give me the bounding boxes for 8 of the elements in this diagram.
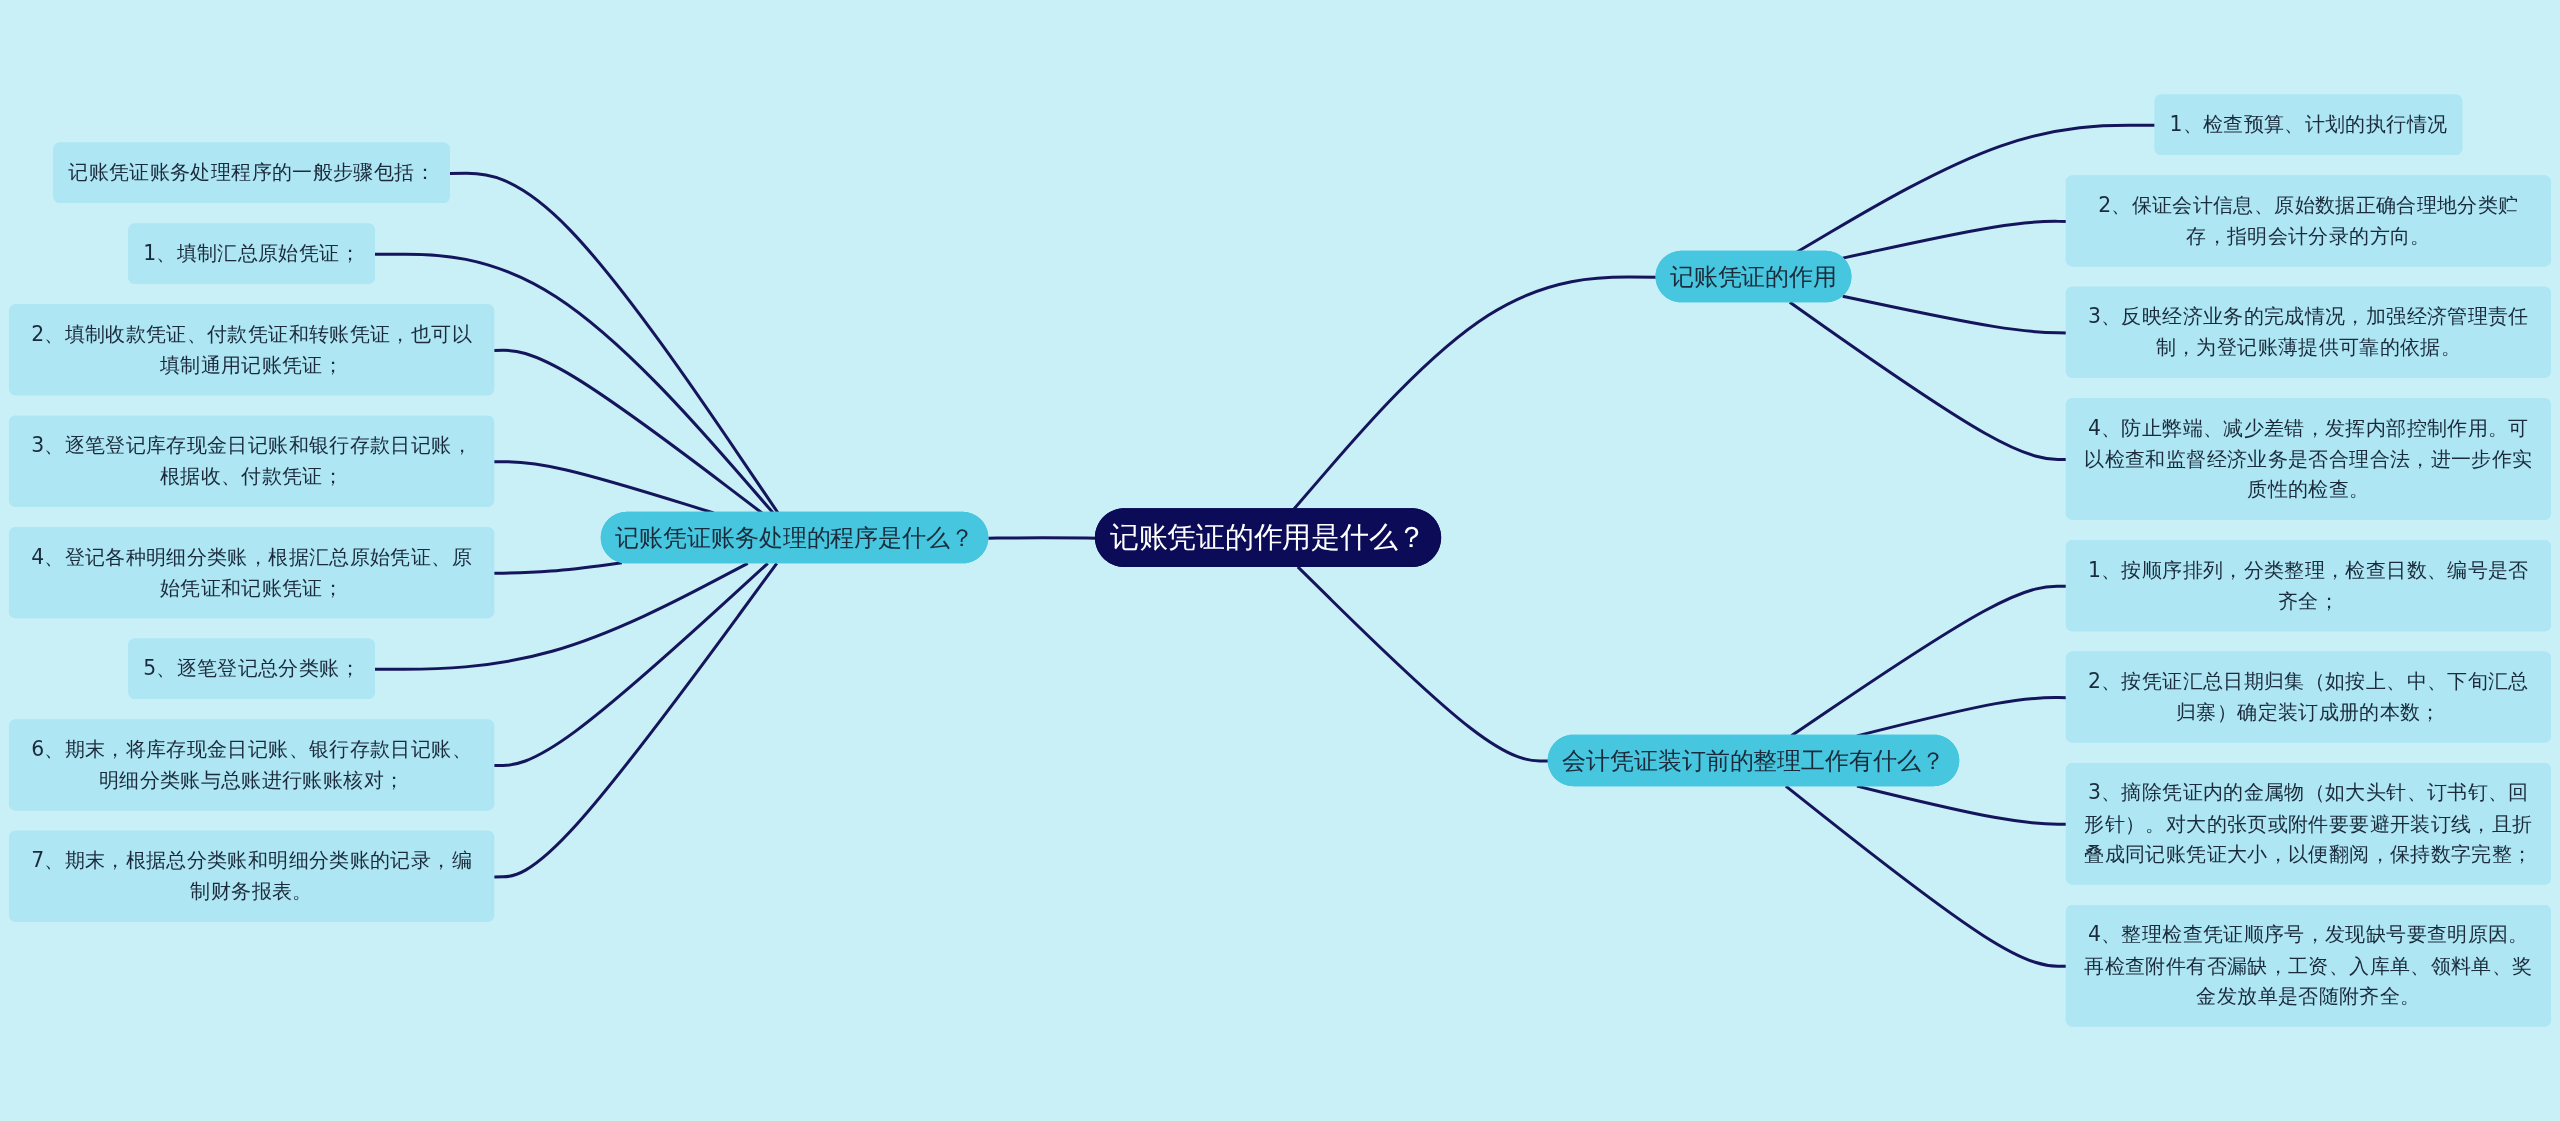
connector	[494, 562, 778, 879]
connector	[374, 252, 775, 514]
connector	[494, 562, 769, 767]
connector	[374, 562, 749, 671]
connector	[449, 171, 780, 514]
connector	[494, 561, 623, 575]
connector	[1296, 565, 1549, 763]
connector	[988, 536, 1097, 540]
